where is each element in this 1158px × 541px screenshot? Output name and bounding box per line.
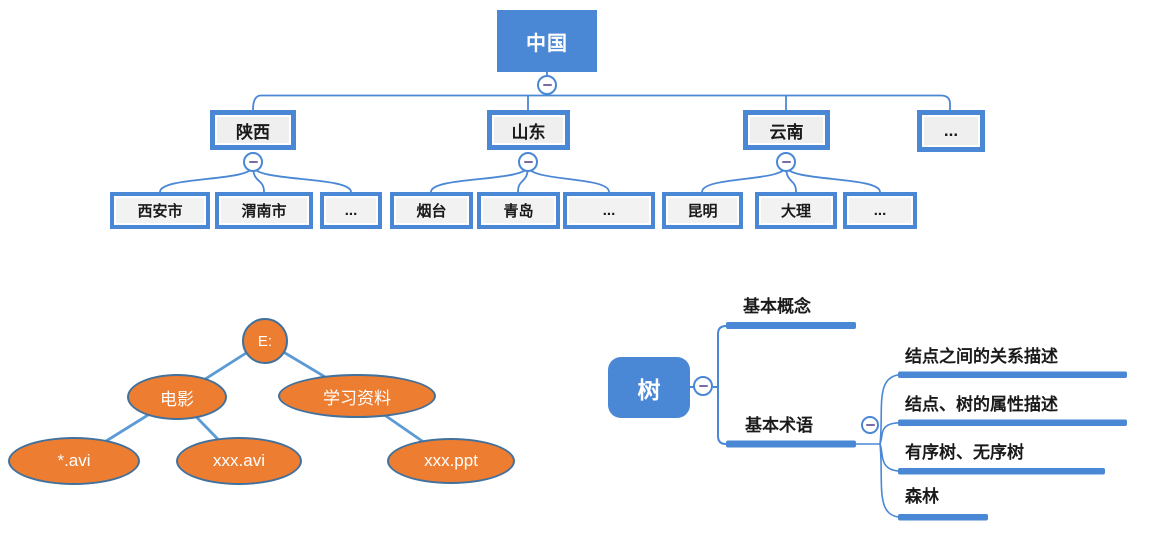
collapse-icon[interactable] <box>243 152 263 172</box>
node-province-yunnan: 云南 <box>743 110 830 150</box>
collapse-icon[interactable] <box>537 75 557 95</box>
node-province-shaanxi: 陕西 <box>210 110 296 150</box>
node-study-materials-folder: 学习资料 <box>278 374 436 418</box>
branch-basic-concepts: 基本概念 <box>743 297 811 316</box>
node-movies-folder: 电影 <box>127 374 227 420</box>
node-file-star-avi: *.avi <box>8 437 140 485</box>
node-city-ellipsis-yunnan: ... <box>843 192 917 229</box>
node-province-shandong: 山东 <box>487 110 570 150</box>
node-china-root: 中国 <box>497 10 597 72</box>
collapse-icon[interactable] <box>776 152 796 172</box>
node-city-weinan: 渭南市 <box>215 192 313 229</box>
collapse-icon[interactable] <box>518 152 538 172</box>
collapse-icon[interactable] <box>861 416 879 434</box>
node-city-ellipsis-shandong: ... <box>563 192 655 229</box>
node-e-drive: E: <box>242 318 288 364</box>
node-city-ellipsis-shaanxi: ... <box>320 192 382 229</box>
subtopic-forest: 森林 <box>905 487 939 506</box>
node-file-xxx-ppt: xxx.ppt <box>387 438 515 484</box>
subtopic-node-relations: 结点之间的关系描述 <box>905 347 1058 366</box>
branch-basic-terms: 基本术语 <box>745 416 813 435</box>
mindmap-root-tree: 树 <box>608 357 690 418</box>
subtopic-node-tree-attributes: 结点、树的属性描述 <box>905 395 1058 414</box>
node-city-kunming: 昆明 <box>662 192 743 229</box>
node-city-qingdao: 青岛 <box>477 192 560 229</box>
node-city-xian: 西安市 <box>110 192 210 229</box>
subtopic-ordered-unordered-tree: 有序树、无序树 <box>905 443 1024 462</box>
collapse-icon[interactable] <box>693 376 713 396</box>
node-province-ellipsis: ... <box>917 110 985 152</box>
node-city-yantai: 烟台 <box>390 192 473 229</box>
node-file-xxx-avi: xxx.avi <box>176 437 302 485</box>
node-city-dali: 大理 <box>755 192 837 229</box>
